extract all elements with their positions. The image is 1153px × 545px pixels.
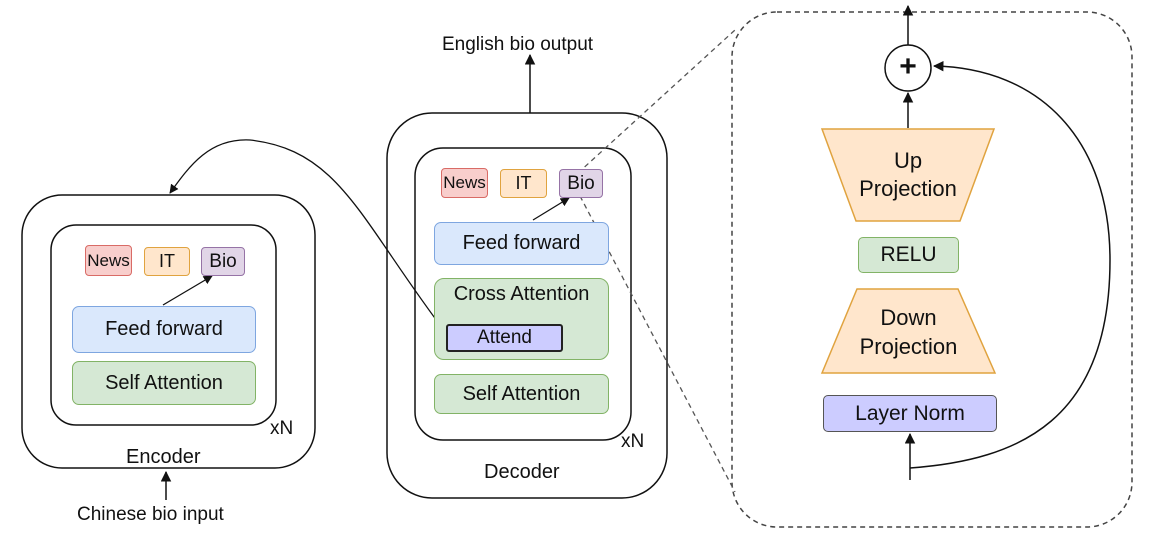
encoder-outer-box (21, 194, 316, 469)
up-projection-line-2: Projection (859, 176, 957, 201)
decoder-adapter-news: News (441, 168, 488, 198)
down-projection-line-1: Down (880, 305, 937, 330)
decoder-self-attention: Self Attention (434, 374, 609, 414)
encoder-input-label: Chinese bio input (77, 504, 224, 525)
residual-add-symbol: + (899, 50, 917, 83)
encoder-feed-forward: Feed forward (72, 306, 256, 353)
encoder-news-label: News (85, 245, 132, 276)
adapter-layer-norm: Layer Norm (823, 395, 997, 432)
decoder-feed-forward: Feed forward (434, 222, 609, 265)
adapter-relu: RELU (858, 237, 959, 273)
encoder-adapter-bio: Bio (201, 247, 245, 276)
decoder-attend: Attend (446, 324, 563, 352)
encoder-adapter-it: IT (144, 247, 190, 276)
decoder-adapter-arrow (532, 197, 570, 221)
up-projection-shape (820, 128, 996, 222)
decoder-repeat-label: xN (621, 431, 645, 452)
residual-connection-curve (909, 60, 1111, 469)
decoder-adapter-bio: Bio (559, 169, 603, 198)
decoder-outer-box (386, 112, 668, 499)
down-projection-label: Down Projection (822, 303, 995, 361)
zoom-line-top (577, 29, 736, 174)
down-projection-line-2: Projection (859, 334, 958, 359)
encoder-to-attend-curve (169, 139, 447, 334)
up-projection-line-1: Up (893, 148, 923, 173)
decoder-adapter-it: IT (500, 169, 547, 198)
encoder-adapter-news: News (85, 245, 132, 276)
down-projection-shape (820, 288, 997, 374)
encoder-adapter-arrow (162, 275, 213, 306)
encoder-label: Encoder (126, 446, 201, 468)
adapter-detail-box (731, 11, 1133, 528)
decoder-cross-attention-label: Cross Attention (453, 283, 590, 305)
encoder-repeat-label: xN (270, 418, 294, 439)
decoder-output-label: English bio output (442, 34, 594, 55)
encoder-self-attention: Self Attention (72, 361, 256, 405)
up-projection-label: Up Projection (822, 147, 994, 203)
decoder-label: Decoder (484, 461, 560, 483)
encoder-inner-box (50, 224, 277, 426)
